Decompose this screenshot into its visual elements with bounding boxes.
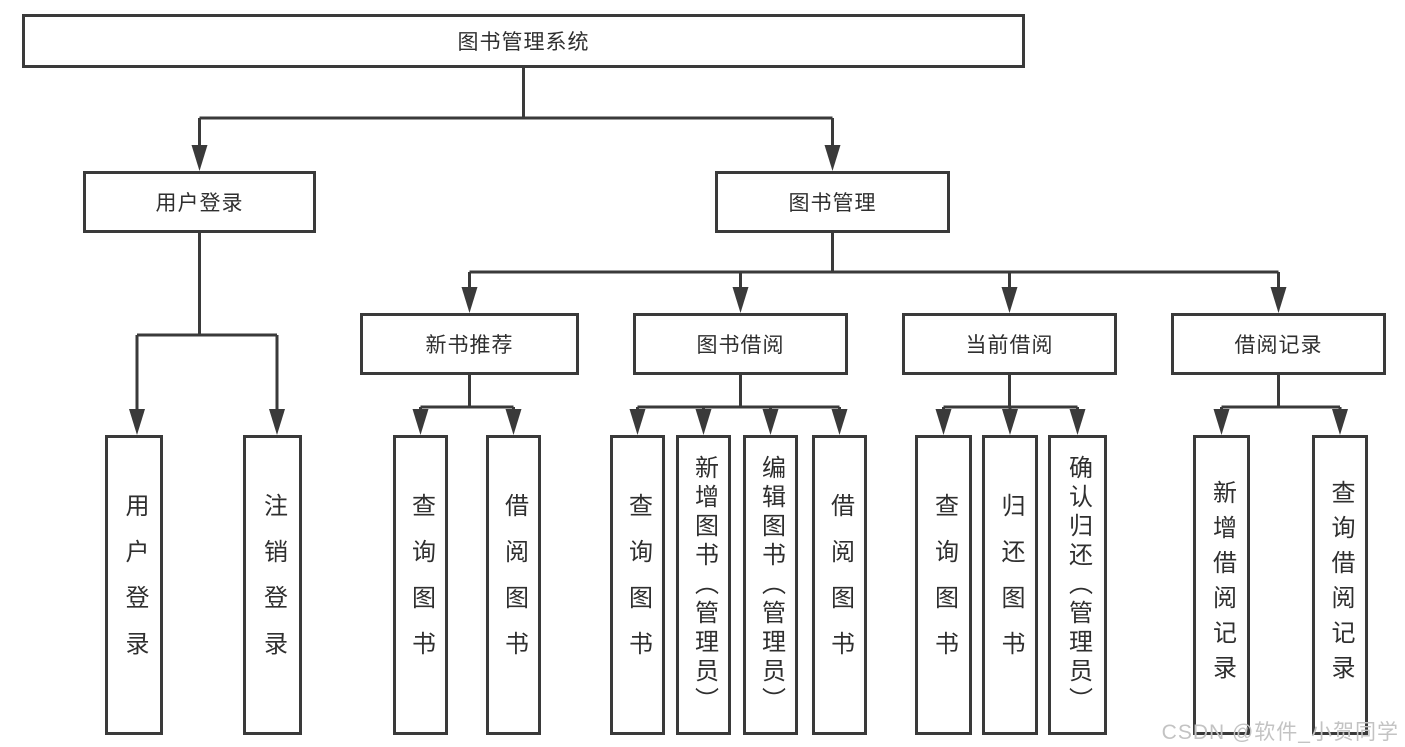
leaf-query-borrow-record: 查询借阅记录 <box>1312 435 1368 735</box>
node-label: 新书推荐 <box>425 334 514 357</box>
leaf-borrow-books-recommend: 借阅图书 <box>486 435 541 735</box>
leaf-edit-books-admin: 编辑图书（管理员） <box>743 435 798 735</box>
leaf-label: 借阅图书 <box>826 493 854 677</box>
leaf-confirm-return-admin: 确认归还（管理员） <box>1048 435 1107 735</box>
leaf-label: 用户登录 <box>121 493 148 677</box>
leaf-label: 注销登录 <box>259 493 287 677</box>
node-borrow-records: 借阅记录 <box>1171 313 1386 375</box>
leaf-label: 编辑图书（管理员） <box>757 454 785 716</box>
node-user-login: 用户登录 <box>83 171 316 233</box>
node-label: 图书借阅 <box>696 334 785 357</box>
leaf-label: 借阅图书 <box>500 493 528 677</box>
leaf-label: 确认归还（管理员） <box>1064 454 1092 716</box>
leaf-label: 新增借阅记录 <box>1208 480 1236 690</box>
node-label: 用户登录 <box>155 192 244 215</box>
arrowheads <box>129 145 1348 435</box>
leaf-logout: 注销登录 <box>243 435 302 735</box>
leaf-label: 查询借阅记录 <box>1327 480 1354 690</box>
node-label: 当前借阅 <box>965 334 1054 357</box>
csdn-watermark: CSDN @软件_小贺同学 <box>1161 721 1399 744</box>
leaf-label: 查询图书 <box>407 493 435 677</box>
leaf-query-books-current: 查询图书 <box>915 435 972 735</box>
node-label: 图书管理 <box>788 192 877 215</box>
leaf-label: 查询图书 <box>930 493 958 677</box>
leaf-add-books-admin: 新增图书（管理员） <box>676 435 731 735</box>
leaf-label: 归还图书 <box>997 493 1024 677</box>
node-system-root: 图书管理系统 <box>22 14 1025 68</box>
node-current-borrow: 当前借阅 <box>902 313 1117 375</box>
leaf-label: 查询图书 <box>624 493 652 677</box>
node-book-borrow: 图书借阅 <box>633 313 848 375</box>
node-label: 借阅记录 <box>1234 334 1323 357</box>
leaf-add-borrow-record: 新增借阅记录 <box>1193 435 1250 735</box>
leaf-borrow-books: 借阅图书 <box>812 435 867 735</box>
leaf-return-books: 归还图书 <box>982 435 1038 735</box>
node-label: 图书管理系统 <box>457 31 590 54</box>
leaf-query-books-recommend: 查询图书 <box>393 435 448 735</box>
node-book-management: 图书管理 <box>715 171 950 233</box>
leaf-label: 新增图书（管理员） <box>690 454 718 716</box>
leaf-user-login: 用户登录 <box>105 435 163 735</box>
leaf-query-books-borrow: 查询图书 <box>610 435 665 735</box>
node-new-book-recommend: 新书推荐 <box>360 313 579 375</box>
